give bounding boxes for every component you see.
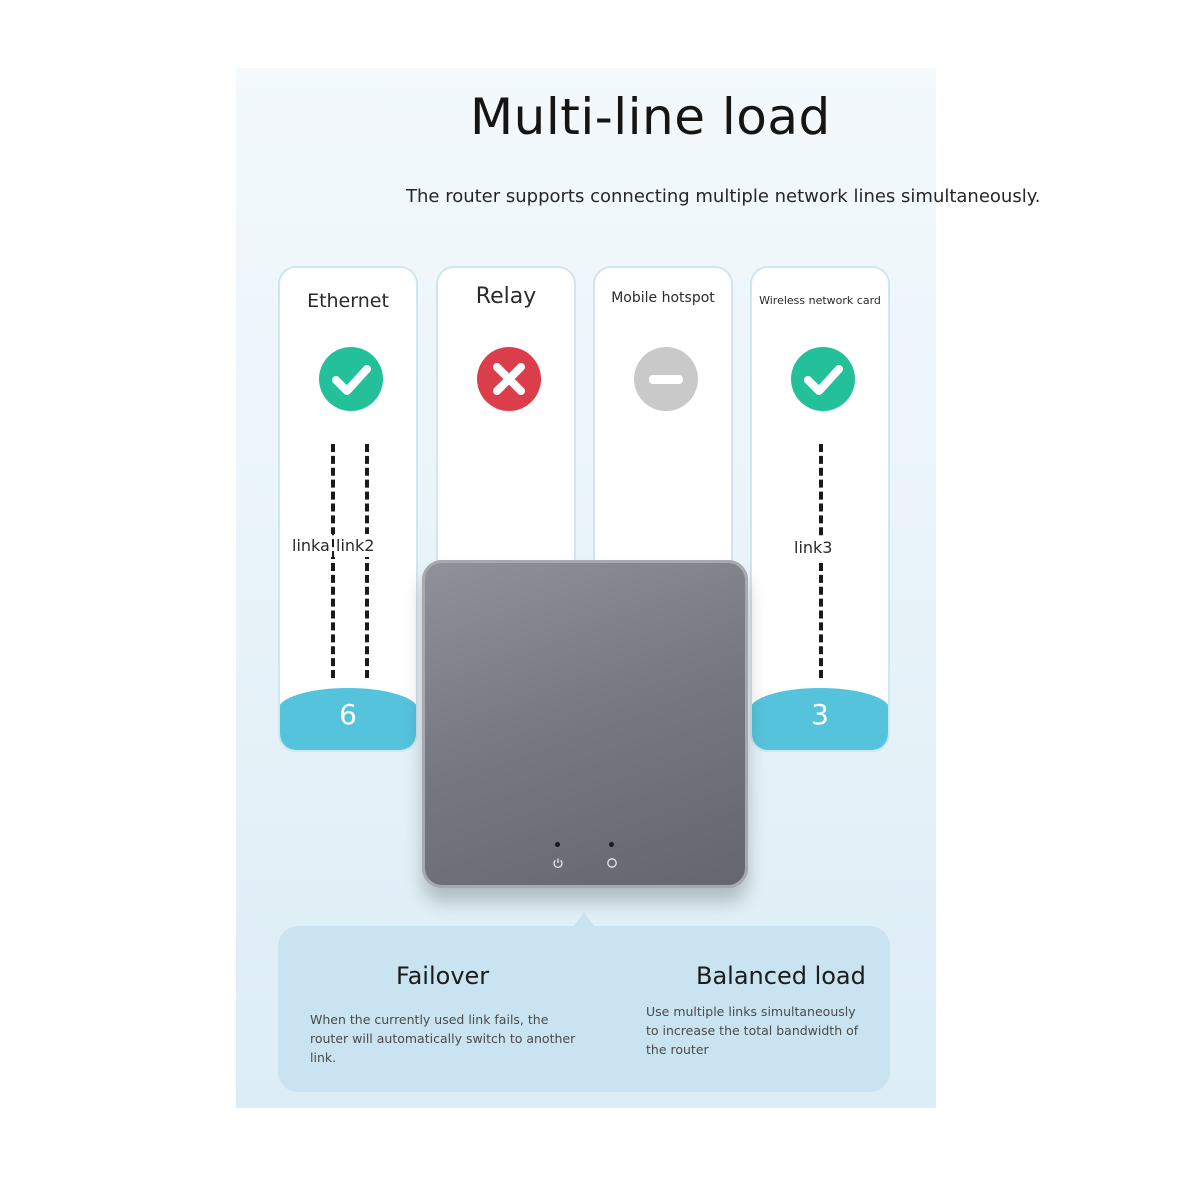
power-icon <box>553 858 563 869</box>
page-subtitle: The router supports connecting multiple … <box>406 186 1041 207</box>
card-wireless-label: Wireless network card <box>759 294 881 307</box>
link-count-band: 3 <box>752 688 888 750</box>
card-ethernet: Ethernet linka link2 6 <box>278 266 418 752</box>
features-box: Failover When the currently used link fa… <box>278 926 890 1092</box>
check-icon <box>318 346 384 412</box>
link-label-link3: link3 <box>792 536 835 559</box>
status-ring-icon <box>607 858 617 868</box>
dashed-link-line <box>819 444 823 678</box>
dashed-link-line <box>365 444 369 678</box>
failover-description: When the currently used link fails, the … <box>310 1012 576 1065</box>
failover-title: Failover <box>396 962 490 990</box>
link-count: 3 <box>811 698 829 731</box>
callout-pointer <box>574 912 594 926</box>
link-count-band: 6 <box>280 688 416 750</box>
card-mobile-hotspot-label: Mobile hotspot <box>611 290 715 306</box>
cross-icon <box>476 346 542 412</box>
disabled-icon <box>633 346 699 412</box>
link-label-linka: linka <box>290 534 332 557</box>
link-label-link2: link2 <box>334 534 377 557</box>
check-icon <box>790 346 856 412</box>
status-led <box>609 842 614 847</box>
card-wireless-network-card: Wireless network card link3 3 <box>750 266 890 752</box>
balanced-load-title: Balanced load <box>696 962 866 990</box>
dashed-link-line <box>331 444 335 678</box>
card-ethernet-label: Ethernet <box>307 290 389 312</box>
page-title: Multi-line load <box>470 88 831 146</box>
router-device <box>422 560 748 888</box>
link-count: 6 <box>339 698 357 731</box>
card-relay-label: Relay <box>475 284 537 309</box>
status-led <box>555 842 560 847</box>
balanced-load-description: Use multiple links simultaneously to inc… <box>646 1004 859 1057</box>
